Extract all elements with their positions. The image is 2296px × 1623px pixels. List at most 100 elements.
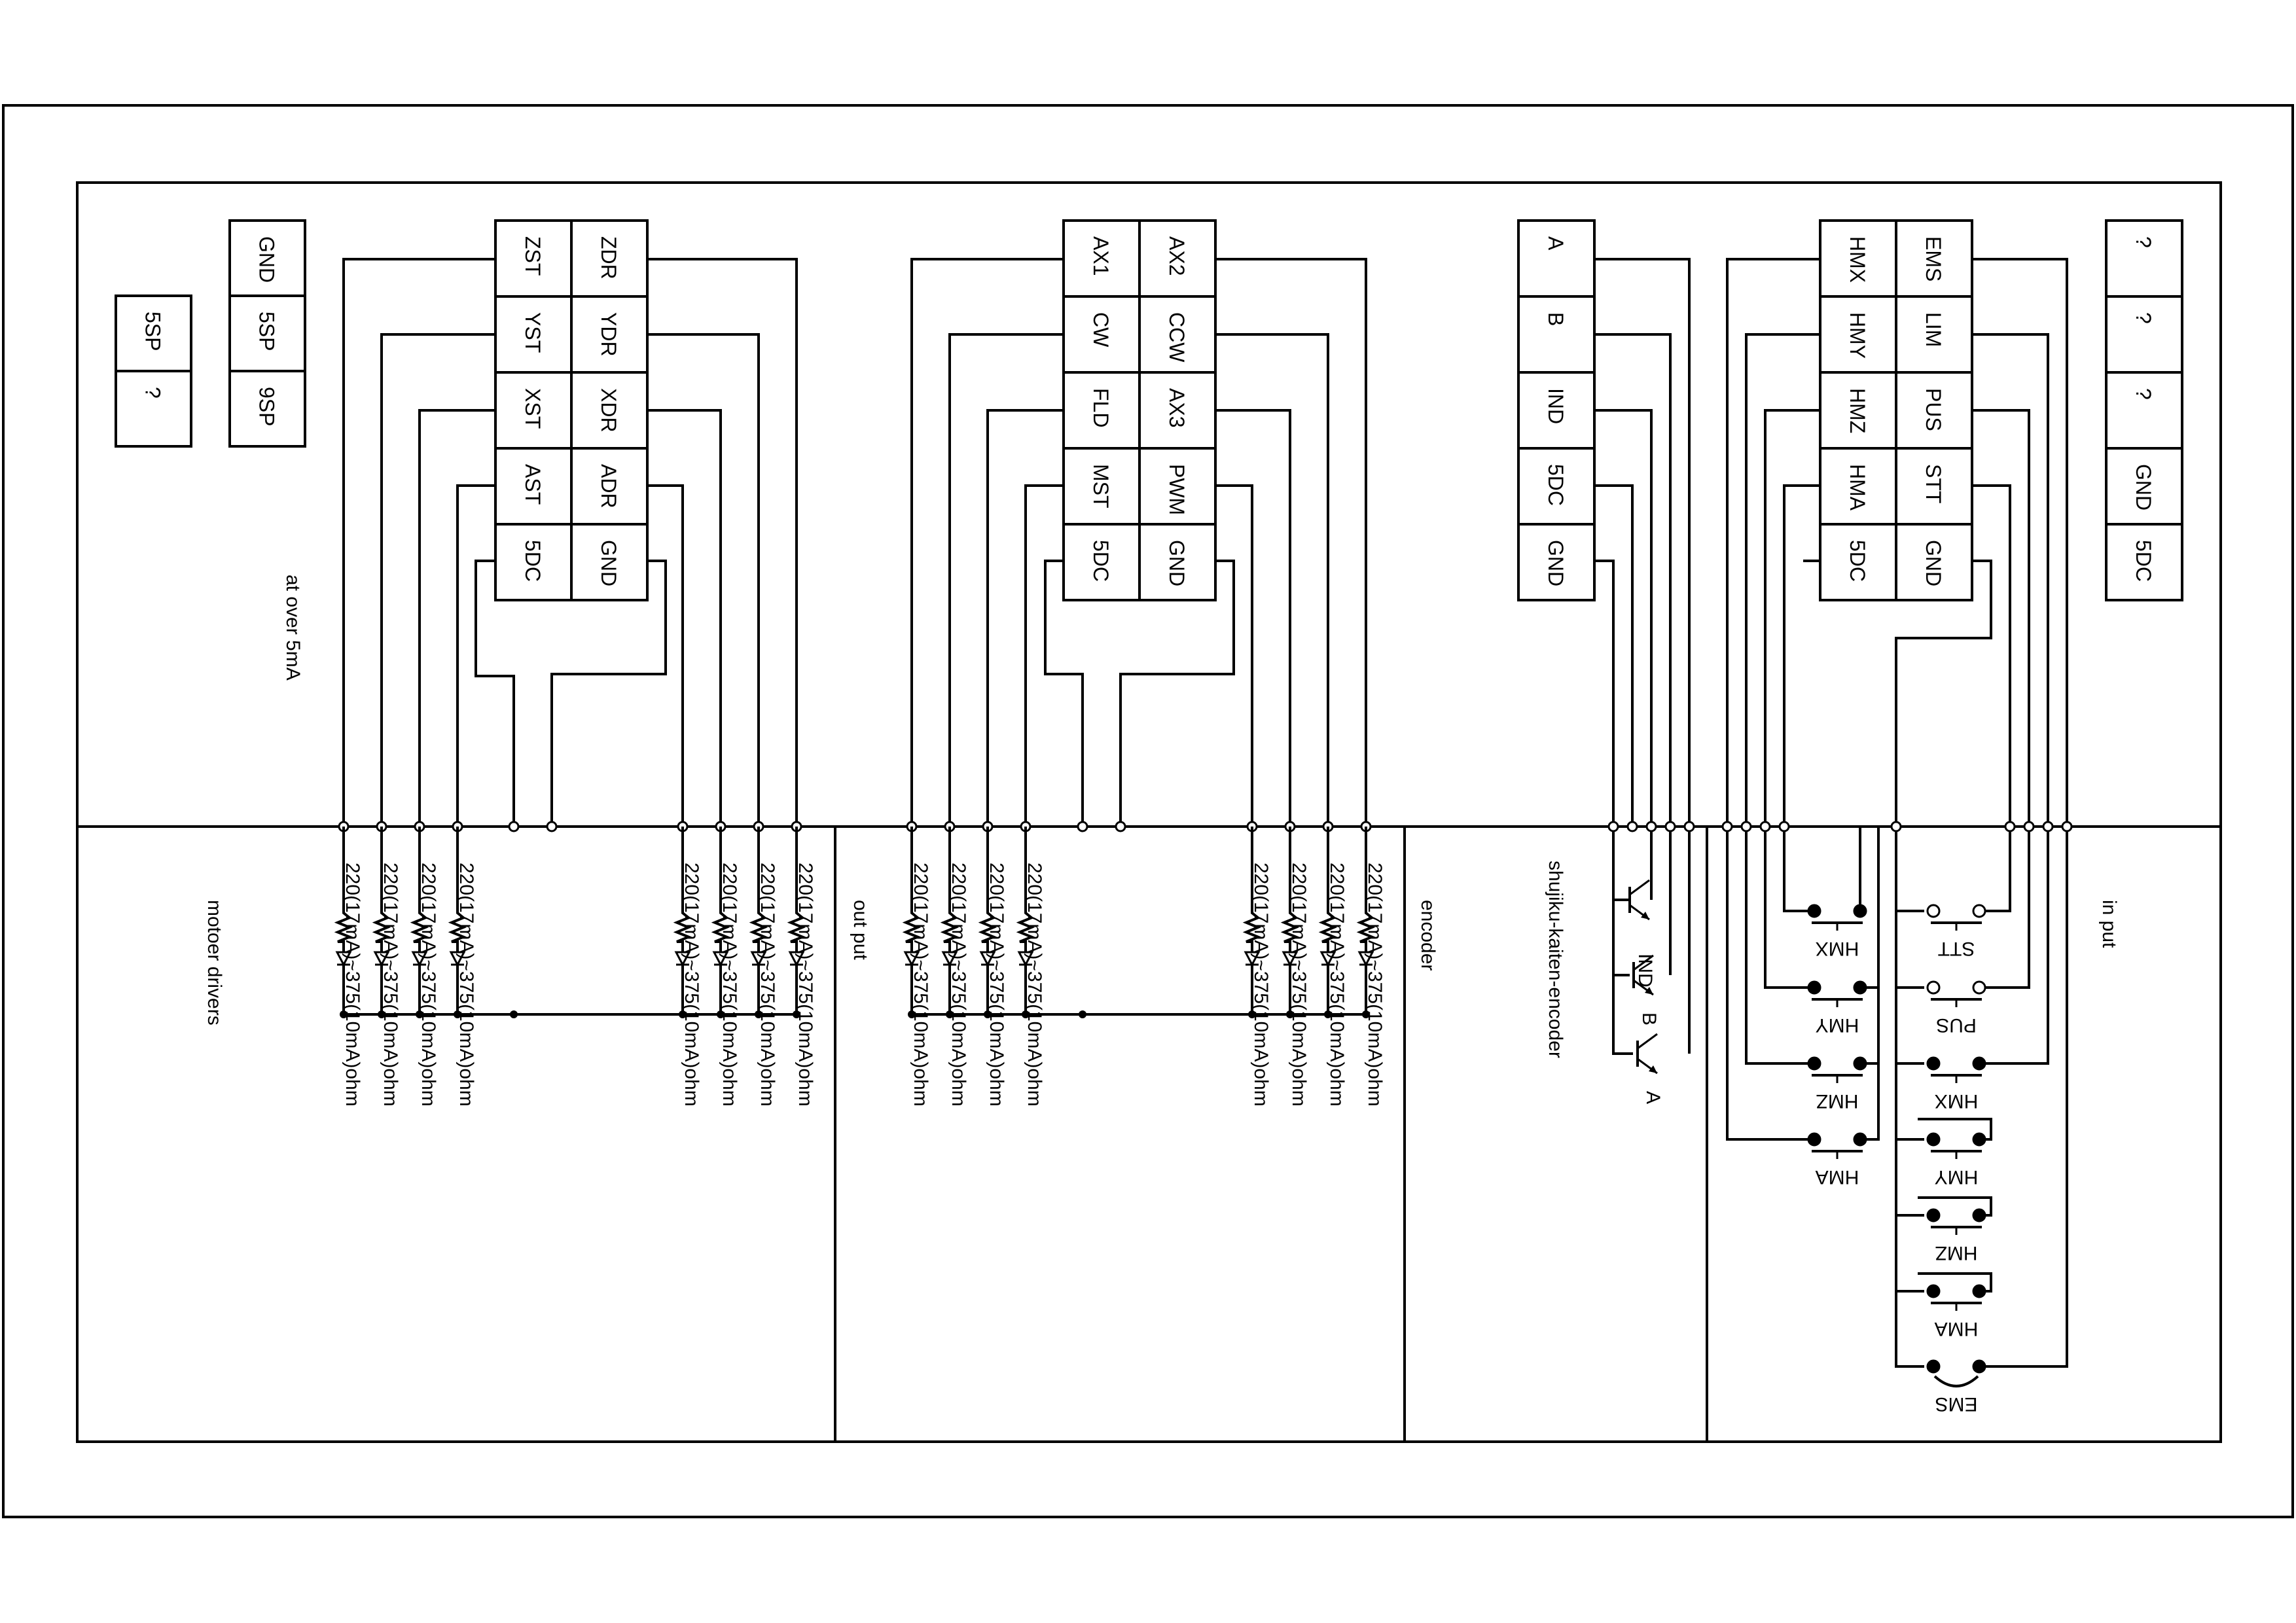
- input-switch-right-label: HMX: [1935, 1090, 1979, 1112]
- resistor-value-label: 220(17mA)~375(10mA)ohm: [456, 863, 477, 1107]
- input-switch-right: EMS: [1926, 1359, 1986, 1415]
- power-block-aux-pin-label: ?: [141, 387, 165, 399]
- output-connector-pin-label: 5DC: [1089, 540, 1113, 582]
- motor-connector-cell: [494, 447, 573, 526]
- motor-connector-cell: [570, 523, 649, 601]
- resistor-led: 220(17mA)~375(10mA)ohm: [372, 827, 401, 1107]
- bus-junction-dot: [1022, 1010, 1030, 1018]
- resistor-value-label: 220(17mA)~375(10mA)ohm: [986, 863, 1007, 1107]
- input-connector-pin-label: HMY: [1846, 312, 1869, 359]
- motor-connector-pin-label: AST: [521, 464, 545, 505]
- input-connector-pin-label: STT: [1922, 464, 1945, 503]
- input-connector-pin-label: LIM: [1922, 312, 1945, 347]
- resistor-led: 220(17mA)~375(10mA)ohm: [711, 827, 740, 1107]
- input-switch-right-label: HMA: [1935, 1318, 1979, 1340]
- motor-connector-pin-label: XST: [521, 388, 545, 429]
- input-connector-cell: [1819, 371, 1897, 450]
- resistor-led: 220(17mA)~375(10mA)ohm: [940, 827, 969, 1107]
- input-switch-left-label: HMX: [1816, 938, 1859, 959]
- outer-border: [2, 104, 2294, 1518]
- output-connector-cell: [1138, 447, 1217, 526]
- output-connector-pin-label: MST: [1089, 464, 1113, 508]
- phototransistor: IND: [1628, 879, 1656, 988]
- input-switch-right-label: HMY: [1935, 1166, 1979, 1188]
- section-label-drivers: motoer drivers: [204, 900, 225, 1026]
- resistor-led: 220(17mA)~375(10mA)ohm: [673, 827, 702, 1107]
- resistor-value-label: 220(17mA)~375(10mA)ohm: [342, 863, 363, 1107]
- output-connector-pin-label: AX1: [1089, 236, 1113, 276]
- section-label-output: out put: [850, 900, 871, 960]
- motor-connector-pin-label: ZST: [521, 236, 545, 276]
- encoder-connector-pin-label: GND: [1544, 540, 1568, 586]
- input-switch-right-label: STT: [1938, 938, 1975, 959]
- motor-connector-cell: [494, 219, 573, 298]
- bus-junction-dot: [510, 1010, 518, 1018]
- extra-connector-cell: [2105, 219, 2183, 298]
- resistor-led: 220(17mA)~375(10mA)ohm: [1280, 827, 1310, 1107]
- output-connector-cell: [1138, 295, 1217, 374]
- input-connector-cell: [1819, 219, 1897, 298]
- output-connector-cell: [1062, 523, 1141, 601]
- input-switch-right: HMA: [1926, 1284, 1986, 1340]
- bus-junction-dot: [984, 1010, 992, 1018]
- power-block-aux-pin-label: 5SP: [141, 312, 165, 351]
- output-connector-pin-label: GND: [1165, 540, 1189, 586]
- input-connector-pin-label: HMZ: [1846, 388, 1869, 433]
- bus-junction-dot: [1286, 1010, 1294, 1018]
- input-connector-cell: [1895, 447, 1973, 526]
- motor-connector-pin-label: YDR: [597, 312, 620, 357]
- resistor-led: 220(17mA)~375(10mA)ohm: [902, 827, 931, 1107]
- power-block-pin-label: GND: [255, 236, 279, 283]
- connectors: GND5SP9SP5SP?ZSTYSTXSTAST5DCZDRYDRXDRADR…: [115, 219, 2183, 601]
- input-connector-pin-label: EMS: [1922, 236, 1945, 281]
- resistor-value-label: 220(17mA)~375(10mA)ohm: [1326, 863, 1348, 1107]
- motor-connector-pin-label: GND: [597, 540, 620, 586]
- extra-connector-cell: [2105, 447, 2183, 526]
- bus-junction-dot: [717, 1010, 725, 1018]
- encoder-connector-pin-label: B: [1544, 312, 1568, 326]
- section-label-encoder: encoder: [1417, 900, 1439, 971]
- resistor-value-label: 220(17mA)~375(10mA)ohm: [719, 863, 740, 1107]
- input-connector-cell: [1819, 523, 1897, 601]
- power-block-pin-label: 9SP: [255, 387, 279, 426]
- bus-junction-dot: [679, 1010, 687, 1018]
- bus-junction-dot: [908, 1010, 916, 1018]
- motor-connector-pin-label: 5DC: [521, 540, 545, 582]
- resistor-value-label: 220(17mA)~375(10mA)ohm: [1288, 863, 1310, 1107]
- extra-connector-pin-label: 5DC: [2132, 540, 2155, 582]
- resistor-value-label: 220(17mA)~375(10mA)ohm: [380, 863, 401, 1107]
- bus-junction-dot: [1248, 1010, 1256, 1018]
- resistor-value-label: 220(17mA)~375(10mA)ohm: [1024, 863, 1045, 1107]
- motor-connector-pin-label: ADR: [597, 464, 620, 508]
- input-connector-cell: [1895, 523, 1973, 601]
- input-connector-pin-label: 5DC: [1846, 540, 1869, 582]
- extra-connector-cell: [2105, 295, 2183, 374]
- output-connector-pin-label: CCW: [1165, 312, 1189, 363]
- current-note: at over 5mA: [282, 575, 304, 681]
- output-connector-pin-label: CW: [1089, 312, 1113, 348]
- output-connector-cell: [1138, 523, 1217, 601]
- resistor-led: 220(17mA)~375(10mA)ohm: [410, 827, 439, 1107]
- input-switch-right-label: PUS: [1936, 1014, 1977, 1036]
- extra-connector-cell: [2105, 523, 2183, 601]
- power-block-aux-cell: [115, 370, 192, 448]
- bus-junction-dot: [1324, 1010, 1332, 1018]
- resistor-value-label: 220(17mA)~375(10mA)ohm: [948, 863, 969, 1107]
- resistor-led: 220(17mA)~375(10mA)ohm: [1318, 827, 1348, 1107]
- input-switch-left-label: HMY: [1816, 1014, 1859, 1036]
- motor-connector-cell: [494, 371, 573, 450]
- resistor-led: 220(17mA)~375(10mA)ohm: [334, 827, 363, 1107]
- input-connector-pin-label: GND: [1922, 540, 1945, 586]
- input-connector-cell: [1895, 371, 1973, 450]
- power-block-cell: [228, 219, 306, 297]
- resistor-value-label: 220(17mA)~375(10mA)ohm: [1250, 863, 1272, 1107]
- bus-junctions: [338, 821, 2073, 832]
- bus-junction-dot: [1079, 1010, 1086, 1018]
- motor-connector-pin-label: YST: [521, 312, 545, 353]
- power-block-pin-label: 5SP: [255, 312, 279, 351]
- input-switch-right-label: HMZ: [1935, 1242, 1978, 1264]
- input-connector-cell: [1895, 295, 1973, 374]
- resistor-led: 220(17mA)~375(10mA)ohm: [787, 827, 816, 1107]
